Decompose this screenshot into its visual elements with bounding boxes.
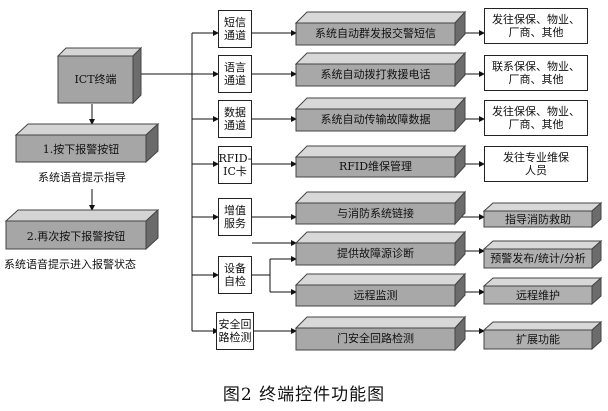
figure-caption: 图2 终端控件功能图 [222,385,386,405]
action-fire-link: 与消防系统链接 [337,207,414,220]
step2-note: 系统语音提示进入报警状态 [4,258,136,271]
terminal-label: ICT终端 [74,73,117,86]
step1-box [14,122,160,164]
target-rfid: 发往专业维保人员 [484,146,588,182]
step1-note: 系统语音提示指导 [38,171,126,184]
result-warning-stats: 预警发布/统计/分析 [490,252,586,265]
action-rfid-maintenance: RFID维保管理 [338,160,413,173]
step2-box [4,208,160,251]
action-rescue-call: 系统自动拨打救援电话 [320,68,431,81]
channel-data: 数据通道 [218,100,252,138]
channel-voice: 语言通道 [218,55,252,93]
channel-sms: 短信通道 [218,10,252,48]
terminal-box [56,46,143,105]
target-call: 联系保保、物业、厂商、其他 [484,55,588,91]
action-sms-alert: 系统自动群发报交警短信 [315,27,436,40]
result-remote-maintenance: 远程维护 [516,289,560,302]
target-sms: 发往保保、物业、厂商、其他 [484,8,588,44]
action-fault-data: 系统自动传输故障数据 [320,113,431,126]
channel-value-added: 增值服务 [218,198,252,236]
step2-label: 2.再次按下报警按钮 [26,230,126,243]
result-extension: 扩展功能 [516,333,560,346]
action-door-loop-check: 门安全回路检测 [337,332,414,345]
action-prisms [294,10,467,352]
action-fault-diagnosis: 提供故障源诊断 [337,247,414,260]
step1-label: 1.按下报警按钮 [42,143,120,156]
action-remote-monitor: 远程监测 [353,289,398,302]
channel-self-check: 设备自检 [218,256,252,294]
target-data: 发往保保、物业、厂商、其他 [484,100,588,136]
result-fire-guidance: 指导消防救助 [505,213,571,226]
channel-rfid: RFID-IC卡 [218,146,252,184]
result-prisms [482,201,603,351]
channel-safety-loop: 安全回路检测 [216,312,254,350]
